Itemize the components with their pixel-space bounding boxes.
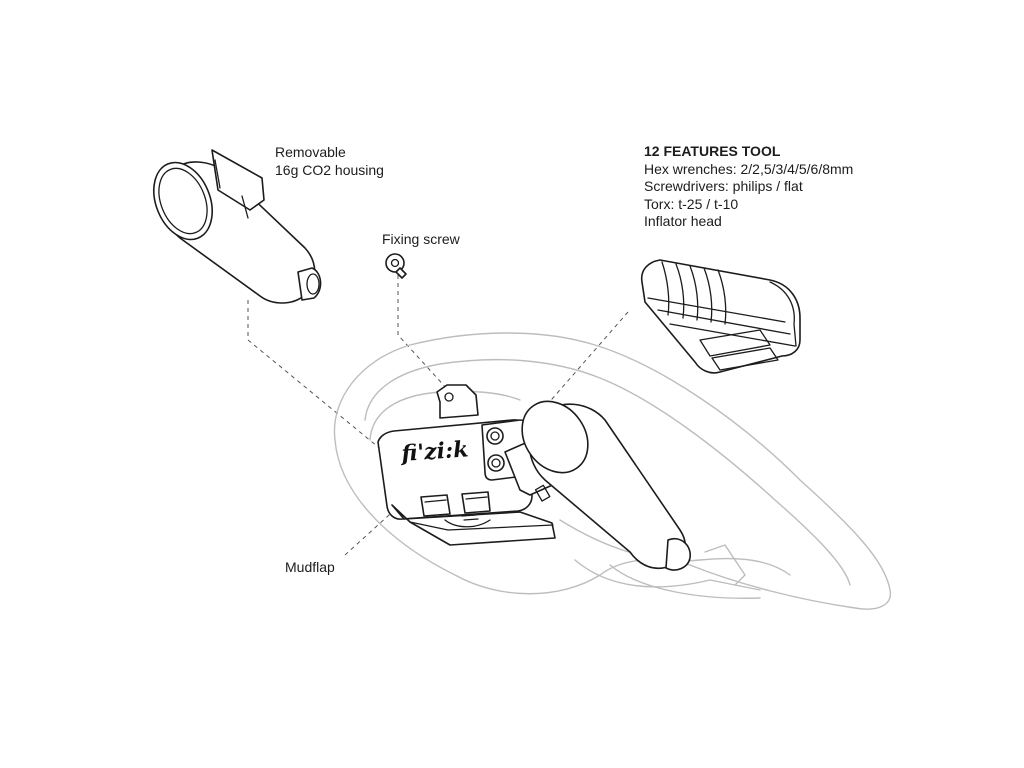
label-mudflap: Mudflap (285, 559, 335, 575)
screw-socket (390, 258, 400, 268)
tool-side-line-2 (657, 309, 791, 335)
tool-top-ridge-5 (717, 269, 727, 325)
clamp-latch-slot (534, 484, 551, 502)
screw-shank (395, 267, 407, 279)
mounted-cylinder-cap (521, 400, 589, 474)
label-tool: 12 FEATURES TOOL Hex wrenches: 2/2,5/3/4… (644, 143, 853, 231)
tool-top-ridge-3 (689, 265, 699, 321)
saddle-rail-bend (704, 544, 746, 586)
tool-top-ridge-2 (675, 263, 685, 319)
clamp-hole-bottom (487, 454, 505, 472)
saddle-outer-shell (333, 332, 891, 610)
housing-nozzle (297, 267, 322, 301)
tool-top-ridge-4 (703, 267, 713, 323)
mount-tab-hole (444, 392, 454, 402)
fixing-screw-icon (385, 253, 407, 279)
mudflap-flap-lines (461, 514, 479, 521)
saddle-nose-edge (609, 564, 761, 599)
label-tool-hex: Hex wrenches: 2/2,5/3/4/5/6/8mm (644, 160, 854, 177)
mudflap-slot-right (461, 491, 491, 514)
tool-body (640, 259, 801, 374)
mount-back-tab (436, 384, 479, 419)
saddle-rail-right (574, 559, 761, 591)
housing-nozzle-tip (306, 273, 320, 295)
mounted-co2-cylinder (521, 400, 691, 571)
label-tool-torx: Torx: t-25 / t-10 (644, 195, 739, 212)
mudflap-icon (420, 491, 491, 528)
mudflap-flap (444, 519, 491, 528)
tool-end-cap (769, 281, 797, 347)
mudflap-slot-left (420, 494, 451, 517)
label-tool-screwdrivers: Screwdrivers: philips / flat (644, 178, 803, 194)
label-fixing-screw: Fixing screw (382, 231, 460, 247)
leader-fixing-screw (397, 275, 449, 391)
tool-blade-1 (699, 329, 771, 357)
label-co2-housing: Removable 16g CO2 housing (275, 144, 384, 179)
multi-tool-icon (640, 259, 801, 374)
clamp-hole-top-inner (490, 431, 500, 441)
housing-opening-inner (158, 167, 208, 235)
tool-top-ridge-1 (661, 261, 670, 316)
saddle-rail-left (559, 519, 791, 576)
mudflap-slot-right-inner (465, 496, 488, 500)
mount-bracket: fi'zi:k (377, 384, 576, 546)
tool-blade-2 (711, 347, 779, 371)
clamp-hole-bottom-inner (491, 458, 501, 468)
housing-clip-slot (241, 195, 249, 219)
clamp-hole-top (486, 427, 504, 445)
mudflap-slot-left-inner (424, 499, 447, 503)
housing-clip (211, 149, 265, 211)
mount-base-edge (409, 521, 554, 531)
label-tool-title: 12 FEATURES TOOL (644, 143, 781, 159)
tool-side-line-1 (647, 297, 786, 323)
mount-base-plate (391, 504, 556, 546)
leader-co2-housing (247, 300, 401, 466)
brand-logo: fi'zi:k (399, 436, 470, 467)
housing-clip-edge (214, 159, 221, 189)
co2-housing-icon (153, 149, 322, 304)
label-tool-inflator: Inflator head (644, 213, 722, 229)
label-co2-housing-line-1: Removable (275, 144, 346, 160)
mounted-cylinder-valve (665, 538, 691, 571)
saddle-inner-rim (364, 358, 851, 586)
label-co2-housing-line-2: 16g CO2 housing (275, 161, 384, 178)
